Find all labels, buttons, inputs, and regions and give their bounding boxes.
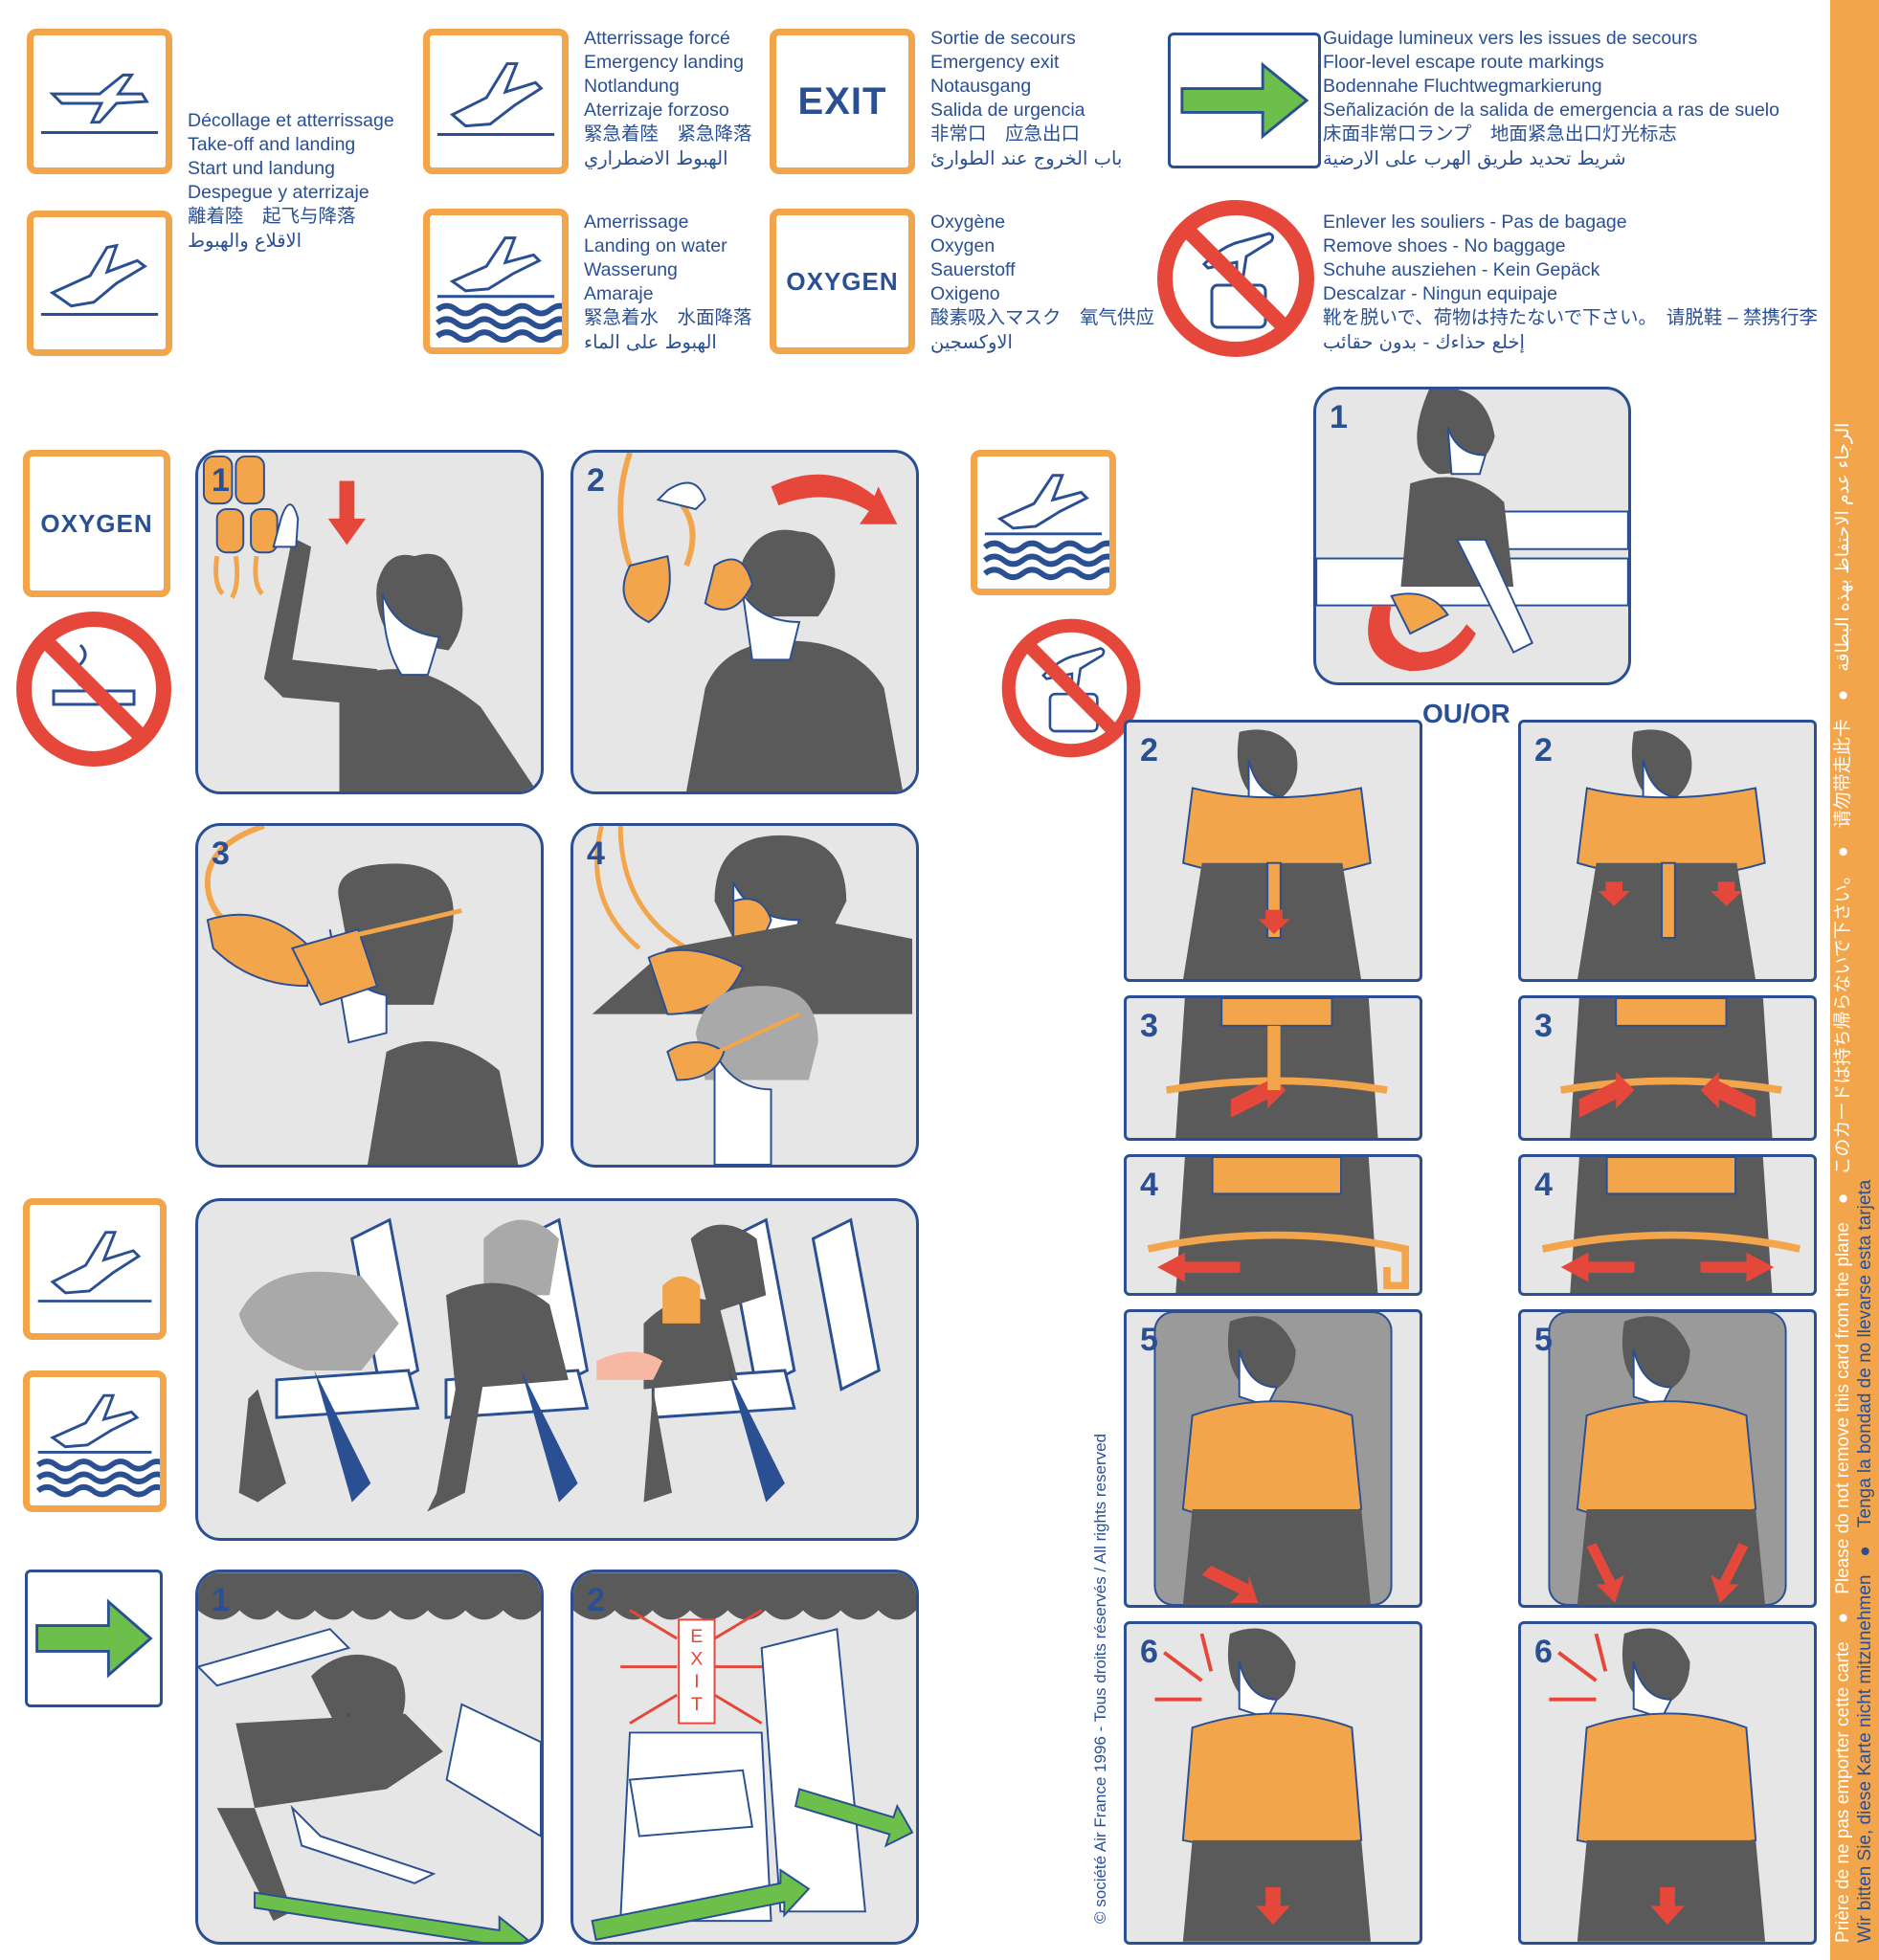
vest-inflate-illustration: [1153, 1312, 1393, 1605]
escape-step-1-panel: 1: [195, 1570, 544, 1945]
floor-markings-legend: Guidage lumineux vers les issues de seco…: [1323, 28, 1779, 169]
drop-mask-illustration: [202, 455, 538, 791]
oxygen-section-sign: OXYGEN: [23, 450, 170, 597]
no-shoes-baggage-icon: [1157, 200, 1314, 357]
escape-step-2-number: 2: [587, 1582, 605, 1618]
vest-inflate-alt-illustration: [1548, 1312, 1787, 1605]
lifevest-right-step-2-panel: 2: [1518, 720, 1817, 982]
water-landing-sign: [423, 209, 569, 354]
takeoff-plane-icon: [40, 73, 159, 135]
brace-position-panel: [195, 1198, 919, 1541]
take-vest-under-seat-illustration: [1316, 390, 1628, 672]
pull-mask-illustration: [617, 453, 904, 791]
oxygen-section-sign-label: OXYGEN: [40, 508, 153, 538]
wear-mask-illustration: [204, 826, 519, 1165]
lifevest-water-sign: [971, 450, 1116, 595]
lifevest-left-step-2-number: 2: [1140, 732, 1158, 768]
lifevest-right-step-3-number: 3: [1534, 1008, 1553, 1044]
vest-fasten-illustration: [1165, 998, 1388, 1138]
no-shoes-baggage-sign: [1154, 197, 1317, 360]
oxygen-step-3-panel: 3: [195, 823, 544, 1168]
no-smoking-sign: [13, 609, 174, 769]
oxygen-legend: Oxygène Oxygen Sauerstoff Oxigeno 酸素吸入マス…: [930, 212, 1155, 353]
lifevest-right-step-2-number: 2: [1534, 732, 1553, 768]
vest-fasten-alt-illustration: [1559, 998, 1782, 1138]
escape-green-arrow-icon: [35, 1598, 153, 1679]
exit-sign-letter-t: T: [691, 1694, 703, 1715]
no-smoking-icon: [16, 612, 171, 767]
emergency-landing-legend: Atterrissage forcé Emergency landing Not…: [584, 28, 752, 169]
lifevest-water-landing-icon: [983, 474, 1109, 581]
lifevest-right-step-4-panel: 4: [1518, 1154, 1817, 1296]
exit-sign-letter-i: I: [694, 1671, 699, 1692]
lifevest-left-step-2-panel: 2: [1124, 720, 1422, 982]
lifevest-step-1-number: 1: [1330, 399, 1348, 435]
oxygen-step-1-panel: 1: [195, 450, 544, 794]
exit-sign-label: EXIT: [797, 79, 887, 122]
lifevest-no-shoes-icon: [1001, 618, 1141, 758]
water-landing-legend: Amerrissage Landing on water Wasserung A…: [584, 212, 752, 353]
water-landing-icon: [436, 236, 562, 344]
vest-mouthpiece-illustration: [1154, 1628, 1371, 1942]
exit-sign: EXIT: [770, 29, 915, 174]
emergency-landing-plane-icon: [436, 62, 555, 136]
help-child-mask-illustration: [592, 826, 913, 1165]
takeoff-legend: Décollage et atterrissage Take-off and l…: [188, 110, 394, 252]
green-arrow-icon: [1180, 61, 1309, 140]
lifevest-left-step-3-panel: 3: [1124, 995, 1422, 1141]
lifevest-left-step-4-panel: 4: [1124, 1154, 1422, 1296]
vest-over-head-illustration: [1182, 729, 1372, 979]
crawl-floor-illustration: [198, 1572, 541, 1942]
lifevest-no-shoes-sign: [999, 616, 1143, 760]
brace-position-illustration: [238, 1217, 881, 1512]
brace-landing-sign: [23, 1198, 167, 1340]
escape-step-2-panel: 2 E X I T: [570, 1570, 919, 1945]
vest-over-head-alt-illustration: [1577, 729, 1766, 979]
shoes-legend: Enlever les souliers - Pas de bagage Rem…: [1323, 212, 1818, 353]
lifevest-left-step-6-panel: 6: [1124, 1621, 1422, 1945]
exit-legend: Sortie de secours Emergency exit Notausg…: [930, 28, 1123, 169]
emergency-landing-sign: [423, 29, 569, 174]
landing-sign: [27, 211, 172, 356]
side-strip: [1830, 0, 1879, 1960]
brace-water-landing-icon: [35, 1393, 160, 1498]
lifevest-step-1-panel: 1: [1313, 387, 1631, 685]
oxygen-step-3-number: 3: [212, 835, 230, 872]
oxygen-step-4-number: 4: [587, 835, 605, 872]
oxygen-step-4-panel: 4: [570, 823, 919, 1168]
lifevest-left-step-4-number: 4: [1140, 1167, 1158, 1203]
lifevest-left-step-5-number: 5: [1140, 1322, 1158, 1358]
oxygen-step-2-panel: 2: [570, 450, 919, 794]
lifevest-right-step-6-panel: 6: [1518, 1621, 1817, 1945]
oxygen-legend-sign-label: OXYGEN: [786, 266, 899, 296]
lifevest-left-step-5-panel: 5: [1124, 1309, 1422, 1608]
oxygen-step-1-number: 1: [212, 462, 230, 499]
copyright-notice: © société Air France 1996 - Tous droits …: [1091, 1433, 1109, 1924]
side-strip-text-white: Prière de ne pas emporter cette carte ● …: [1833, 422, 1853, 1943]
floor-markings-sign: [1168, 33, 1321, 168]
takeoff-sign: [27, 29, 172, 174]
lifevest-right-step-4-number: 4: [1534, 1167, 1553, 1203]
exit-sign-illustration: E X I T: [573, 1572, 916, 1941]
lifevest-left-step-3-number: 3: [1140, 1008, 1158, 1044]
lifevest-left-step-6-number: 6: [1140, 1634, 1158, 1670]
exit-sign-letter-e: E: [690, 1626, 703, 1647]
oxygen-step-2-number: 2: [587, 462, 605, 499]
escape-route-sign: [25, 1570, 163, 1707]
lifevest-right-step-5-panel: 5: [1518, 1309, 1817, 1608]
escape-step-1-number: 1: [212, 1582, 230, 1618]
landing-plane-icon: [40, 243, 159, 317]
lifevest-right-step-5-number: 5: [1534, 1322, 1553, 1358]
oxygen-legend-sign: OXYGEN: [770, 209, 915, 354]
vest-mouthpiece-alt-illustration: [1549, 1628, 1765, 1942]
lifevest-right-step-3-panel: 3: [1518, 995, 1817, 1141]
vest-tighten-alt-illustration: [1541, 1157, 1801, 1293]
brace-landing-plane-icon: [37, 1231, 152, 1303]
vest-tighten-illustration: [1147, 1157, 1409, 1293]
side-strip-text-blue: Wir bitten Sie, diese Karte nicht mitzun…: [1855, 1179, 1875, 1943]
exit-sign-letter-x: X: [690, 1649, 703, 1670]
lifevest-right-step-6-number: 6: [1534, 1634, 1553, 1670]
brace-water-sign: [23, 1370, 167, 1512]
ou-or-label: OU/OR: [1422, 699, 1510, 728]
